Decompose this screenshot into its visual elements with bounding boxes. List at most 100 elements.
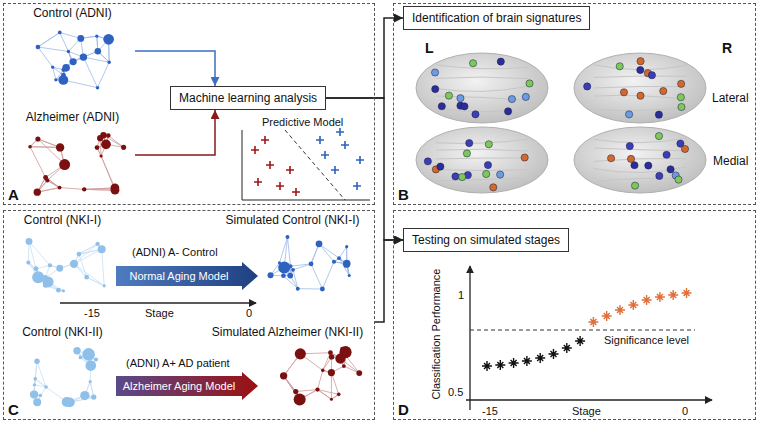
signature-dot [620, 89, 627, 96]
network-link [102, 249, 105, 286]
network-node [84, 275, 89, 280]
network-node [100, 132, 106, 138]
network-node [286, 235, 290, 239]
network-node [293, 389, 298, 394]
brain-fold [436, 157, 528, 159]
brain-fold [436, 108, 528, 111]
network-node [56, 143, 64, 151]
network-link [38, 139, 65, 165]
class-marker [321, 151, 329, 159]
heading-holder: Control (NKI-I) [10, 213, 115, 227]
axis-tick: 0 [682, 405, 688, 417]
signature-dot [485, 141, 492, 148]
network-node [43, 276, 54, 287]
network-node [34, 359, 39, 364]
network-node [77, 35, 84, 42]
network-link [84, 189, 115, 191]
class-marker [341, 141, 349, 149]
chart-axis [469, 266, 470, 410]
label-holder: 1 [458, 289, 464, 302]
brain-fold [594, 108, 686, 111]
network-link [30, 146, 60, 148]
network-node [80, 391, 89, 400]
network-node [96, 86, 99, 89]
label-holder: Medial [713, 155, 748, 169]
arrow-text-holder: Normal Aging Model [116, 262, 242, 290]
performance-marker [668, 290, 678, 300]
network-node [98, 245, 106, 253]
network-link [60, 32, 69, 51]
connector-arrow [375, 240, 403, 322]
signature-dot [457, 95, 464, 102]
network-node [51, 66, 54, 69]
network-node [345, 245, 348, 248]
signature-dot [637, 92, 644, 99]
network-node [77, 252, 82, 257]
network-link [46, 177, 60, 187]
network-node [103, 34, 114, 45]
network-node [94, 358, 98, 362]
signature-dot [616, 63, 623, 70]
performance-marker [642, 295, 652, 305]
network-node [281, 273, 286, 278]
network-node [95, 145, 100, 150]
network-node [348, 274, 351, 277]
panel-letter: C [8, 401, 19, 418]
node-text: Identification of brain signatures [412, 11, 581, 25]
heading-holder: Control (ADNI) [10, 6, 135, 20]
heading-holder: Simulated Control (NKI-I) [215, 213, 370, 227]
model-arrow: Alzheimer Aging Model [116, 372, 258, 400]
class-marker [316, 136, 324, 144]
network-node [33, 377, 37, 381]
stage-axis [60, 302, 256, 303]
network-node [287, 273, 293, 279]
performance-marker [562, 343, 572, 353]
signature-dot [681, 145, 688, 152]
network-link [311, 264, 322, 289]
signature-dot [648, 72, 655, 79]
network-node [62, 397, 72, 407]
arrow-body [116, 262, 258, 290]
network-node [101, 139, 111, 149]
network-link [339, 247, 347, 258]
label-holder: Predictive Model [262, 116, 343, 129]
network-link [34, 361, 37, 384]
signature-dot [459, 173, 466, 180]
signature-dot [508, 95, 515, 102]
label-holder: Lateral [712, 92, 749, 106]
performance-marker [549, 349, 559, 359]
network-node [43, 175, 48, 180]
signature-dot [469, 60, 476, 67]
network-node [33, 398, 41, 406]
threshold-label: Significance level [604, 334, 689, 346]
class-marker [266, 161, 274, 169]
network-link [37, 361, 46, 387]
model-source: (ADNI) A- Control [132, 246, 218, 258]
class-marker [356, 156, 364, 164]
process-box: Identification of brain signatures [403, 6, 590, 30]
label-holder: (ADNI) A+ AD patient [126, 357, 230, 370]
signature-dot [663, 151, 670, 158]
signature-dot [627, 155, 634, 162]
signature-dot [656, 172, 663, 179]
panel-letter: B [398, 186, 409, 203]
network-group: Simulated Control (NKI-I) [215, 213, 370, 299]
signature-dot [584, 83, 591, 90]
network-link [84, 188, 115, 189]
network-node [48, 263, 52, 267]
class-marker [254, 178, 262, 186]
network-node [335, 354, 345, 364]
signature-dot [484, 161, 491, 168]
network-node [309, 261, 314, 266]
network-link [293, 270, 298, 289]
signature-dot [631, 162, 638, 169]
network-node [73, 347, 80, 354]
network-link [38, 47, 68, 51]
network-node [316, 240, 323, 247]
network-link [79, 244, 98, 254]
network-node [100, 154, 103, 157]
signature-dot [637, 66, 644, 73]
network-link [74, 244, 98, 264]
network-node [294, 393, 306, 405]
signature-dot [522, 93, 529, 100]
